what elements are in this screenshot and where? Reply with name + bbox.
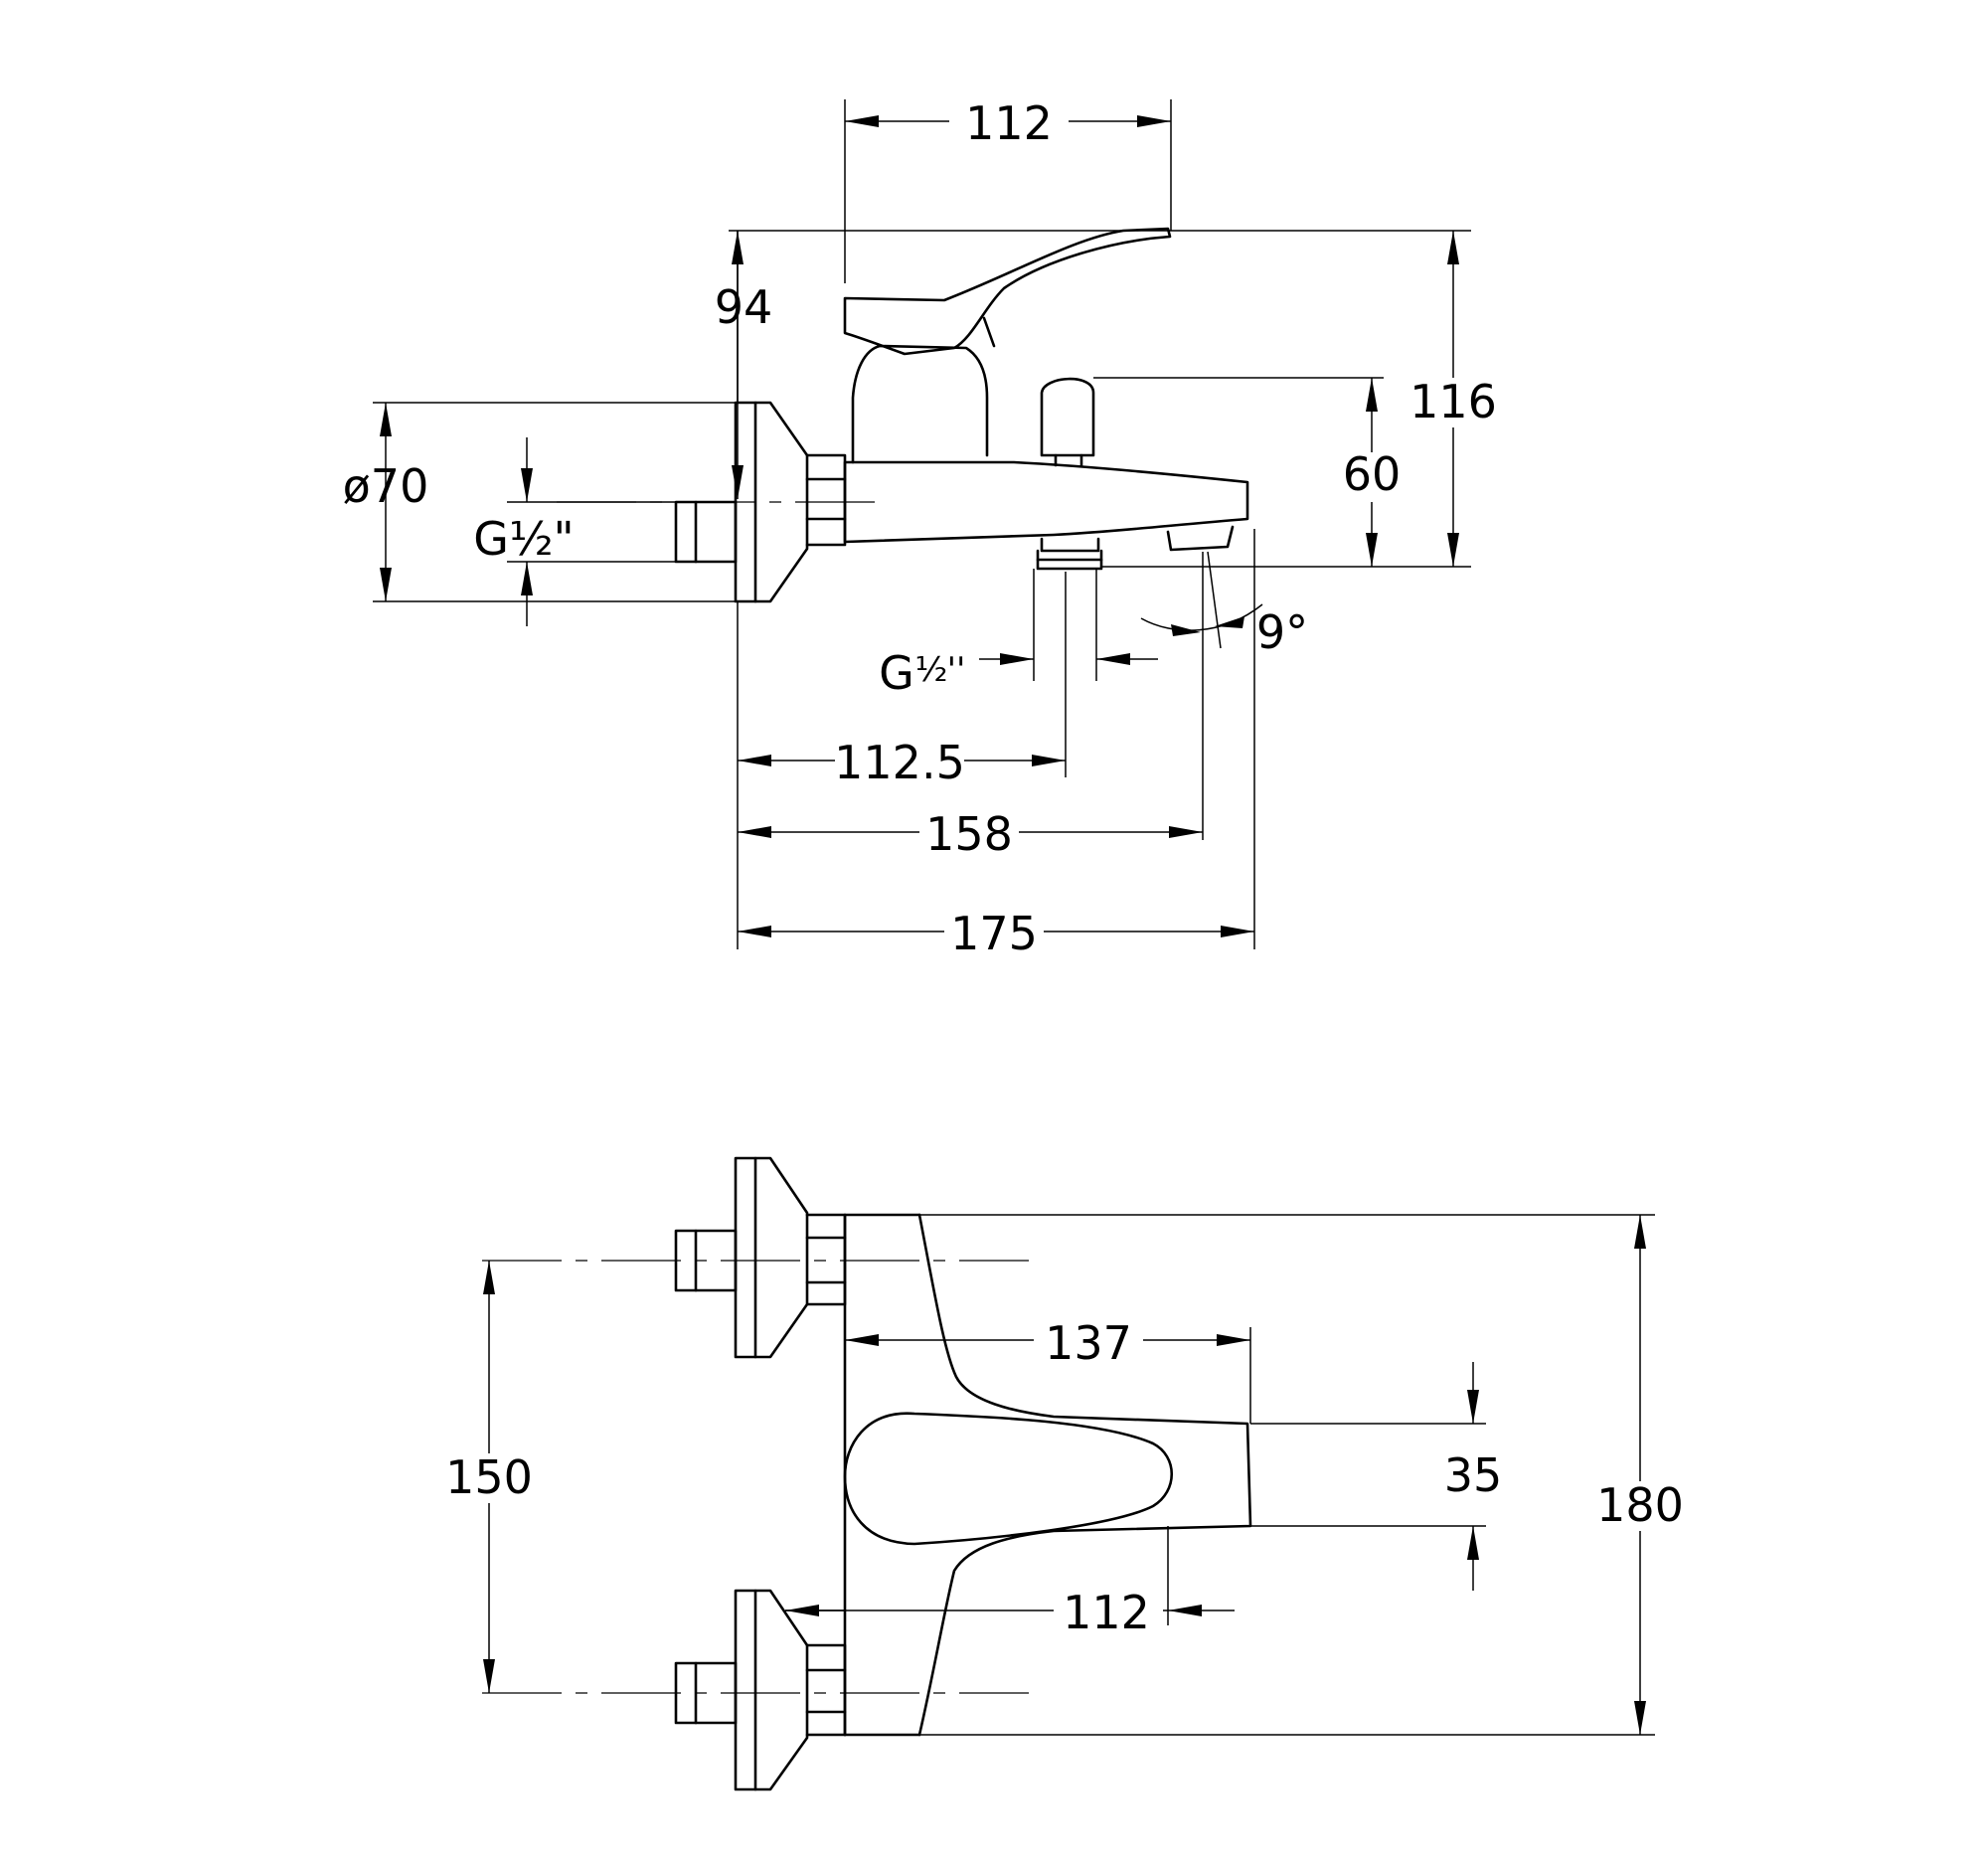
dim-spout-length: 137 xyxy=(1045,1316,1132,1370)
dim-spout-angle: 9° xyxy=(1256,605,1308,659)
dim-overall-height: 116 xyxy=(1409,375,1497,428)
dim-flange-diameter: ø70 xyxy=(343,459,429,513)
top-view-dimension-lines xyxy=(483,1215,1646,1735)
dim-outlet-thread: G xyxy=(879,646,914,700)
side-view-dimension-lines xyxy=(380,115,1459,937)
side-view: 112 94 116 60 ø70 G½" G ½ '' 9° 112.5 15… xyxy=(343,96,1497,960)
top-view-labels: 137 35 150 180 112 xyxy=(444,1316,1685,1639)
faucet-top-outline xyxy=(674,1156,1252,1791)
dim-handle-width: 112 xyxy=(965,96,1053,150)
top-view: 137 35 150 180 112 xyxy=(444,1156,1685,1791)
dim-inlet-spacing: 150 xyxy=(445,1450,533,1504)
dim-body-height: 180 xyxy=(1596,1478,1684,1532)
dim-outlet-offset: 112.5 xyxy=(834,736,965,789)
dim-outlet-thread-marks: '' xyxy=(947,650,966,690)
dim-diverter-height: 60 xyxy=(1343,447,1402,501)
dim-overall-depth: 175 xyxy=(950,907,1038,960)
dim-inlet-thread: G½" xyxy=(473,512,574,566)
dim-handle-length: 112 xyxy=(1063,1586,1150,1639)
faucet-side-outline xyxy=(674,227,1249,603)
top-view-extension-lines xyxy=(482,1214,1655,1736)
side-view-labels: 112 94 116 60 ø70 G½" G ½ '' 9° 112.5 15… xyxy=(343,96,1497,960)
dim-wall-to-top: 94 xyxy=(715,280,773,334)
dim-spout-outlet-offset: 158 xyxy=(925,807,1013,861)
dim-outlet-thread-fraction: ½ xyxy=(915,650,948,690)
dim-spout-width: 35 xyxy=(1444,1448,1503,1502)
